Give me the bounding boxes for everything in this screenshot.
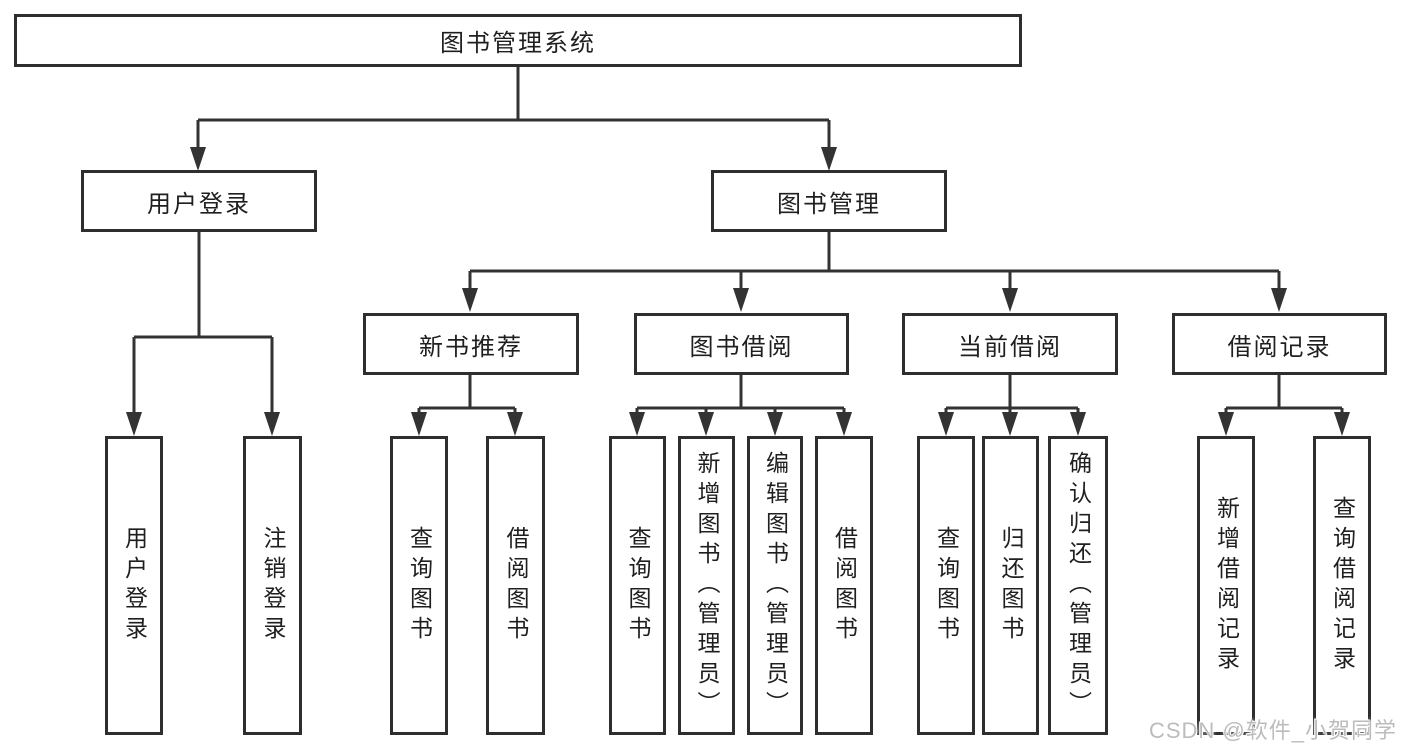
- node-label: 当前借阅: [958, 333, 1062, 361]
- arrowhead: [190, 147, 206, 171]
- arrowhead: [1334, 412, 1350, 436]
- node-label: 查询图书: [933, 525, 960, 646]
- node-borrow-books-borrowing: 借阅图书: [815, 436, 873, 735]
- node-query-books-current: 查询图书: [917, 436, 975, 735]
- node-label: 注销登录: [260, 525, 286, 646]
- connector-records-to-leaves: [1218, 375, 1350, 436]
- node-logout: 注销登录: [243, 436, 302, 735]
- node-label: 用户登录: [121, 525, 148, 646]
- arrowhead: [1271, 288, 1287, 312]
- node-add-books-admin: 新增图书（管理员）: [678, 436, 735, 735]
- node-query-books-borrowing: 查询图书: [609, 436, 666, 735]
- connector-user-login-to-leaves: [126, 232, 280, 436]
- node-label: 编辑图书（管理员）: [762, 450, 789, 721]
- arrowhead: [507, 412, 523, 436]
- node-return-books: 归还图书: [982, 436, 1039, 735]
- arrowhead: [1070, 412, 1086, 436]
- node-add-borrow-record: 新增借阅记录: [1197, 436, 1255, 735]
- arrowhead: [1002, 412, 1018, 436]
- node-book-borrowing: 图书借阅: [634, 313, 849, 375]
- connector-borrowing-to-leaves: [629, 375, 852, 436]
- node-label: 借阅图书: [831, 525, 858, 646]
- node-borrowing-records: 借阅记录: [1172, 313, 1387, 375]
- node-current-borrowing: 当前借阅: [902, 313, 1118, 375]
- connector-current-to-leaves: [938, 375, 1086, 436]
- node-label: 新书推荐: [419, 333, 523, 361]
- node-query-borrow-record: 查询借阅记录: [1313, 436, 1371, 735]
- node-label: 归还图书: [998, 525, 1024, 646]
- node-user-login: 用户登录: [81, 170, 317, 232]
- connector-new-book-to-leaves: [411, 375, 523, 436]
- connector-root-to-level2: [190, 67, 837, 171]
- node-label: 图书管理: [777, 190, 881, 218]
- arrowhead: [462, 288, 478, 312]
- arrowhead: [938, 412, 954, 436]
- arrowhead: [411, 412, 427, 436]
- connector-book-mgmt-to-level3: [462, 232, 1287, 312]
- node-label: 确认归还（管理员）: [1065, 450, 1092, 721]
- node-book-management: 图书管理: [711, 170, 947, 232]
- node-label: 新增图书（管理员）: [694, 450, 720, 721]
- arrowhead: [126, 412, 142, 436]
- arrowhead: [836, 412, 852, 436]
- node-label: 图书借阅: [689, 333, 794, 361]
- node-root: 图书管理系统: [14, 14, 1022, 67]
- node-label: 借阅图书: [503, 525, 529, 646]
- node-query-books-newbook: 查询图书: [390, 436, 448, 735]
- arrowhead: [264, 412, 280, 436]
- arrowhead: [1002, 288, 1018, 312]
- arrowhead: [698, 412, 714, 436]
- node-label: 查询借阅记录: [1329, 495, 1356, 676]
- node-label: 借阅记录: [1227, 333, 1332, 361]
- arrowhead: [1218, 412, 1234, 436]
- arrowhead: [821, 147, 837, 171]
- arrowhead: [767, 412, 783, 436]
- node-label: 查询图书: [406, 525, 433, 646]
- node-label: 查询图书: [625, 525, 651, 646]
- arrowhead: [733, 288, 749, 312]
- node-new-book-recommend: 新书推荐: [363, 313, 579, 375]
- watermark: CSDN @软件_小贺同学: [1148, 718, 1397, 743]
- node-label: 新增借阅记录: [1213, 495, 1240, 676]
- node-user-login-leaf: 用户登录: [105, 436, 163, 735]
- node-borrow-books-newbook: 借阅图书: [486, 436, 545, 735]
- node-label: 用户登录: [147, 190, 251, 218]
- node-edit-books-admin: 编辑图书（管理员）: [747, 436, 803, 735]
- node-label: 图书管理系统: [440, 30, 596, 57]
- node-confirm-return-admin: 确认归还（管理员）: [1048, 436, 1108, 735]
- arrowhead: [629, 412, 645, 436]
